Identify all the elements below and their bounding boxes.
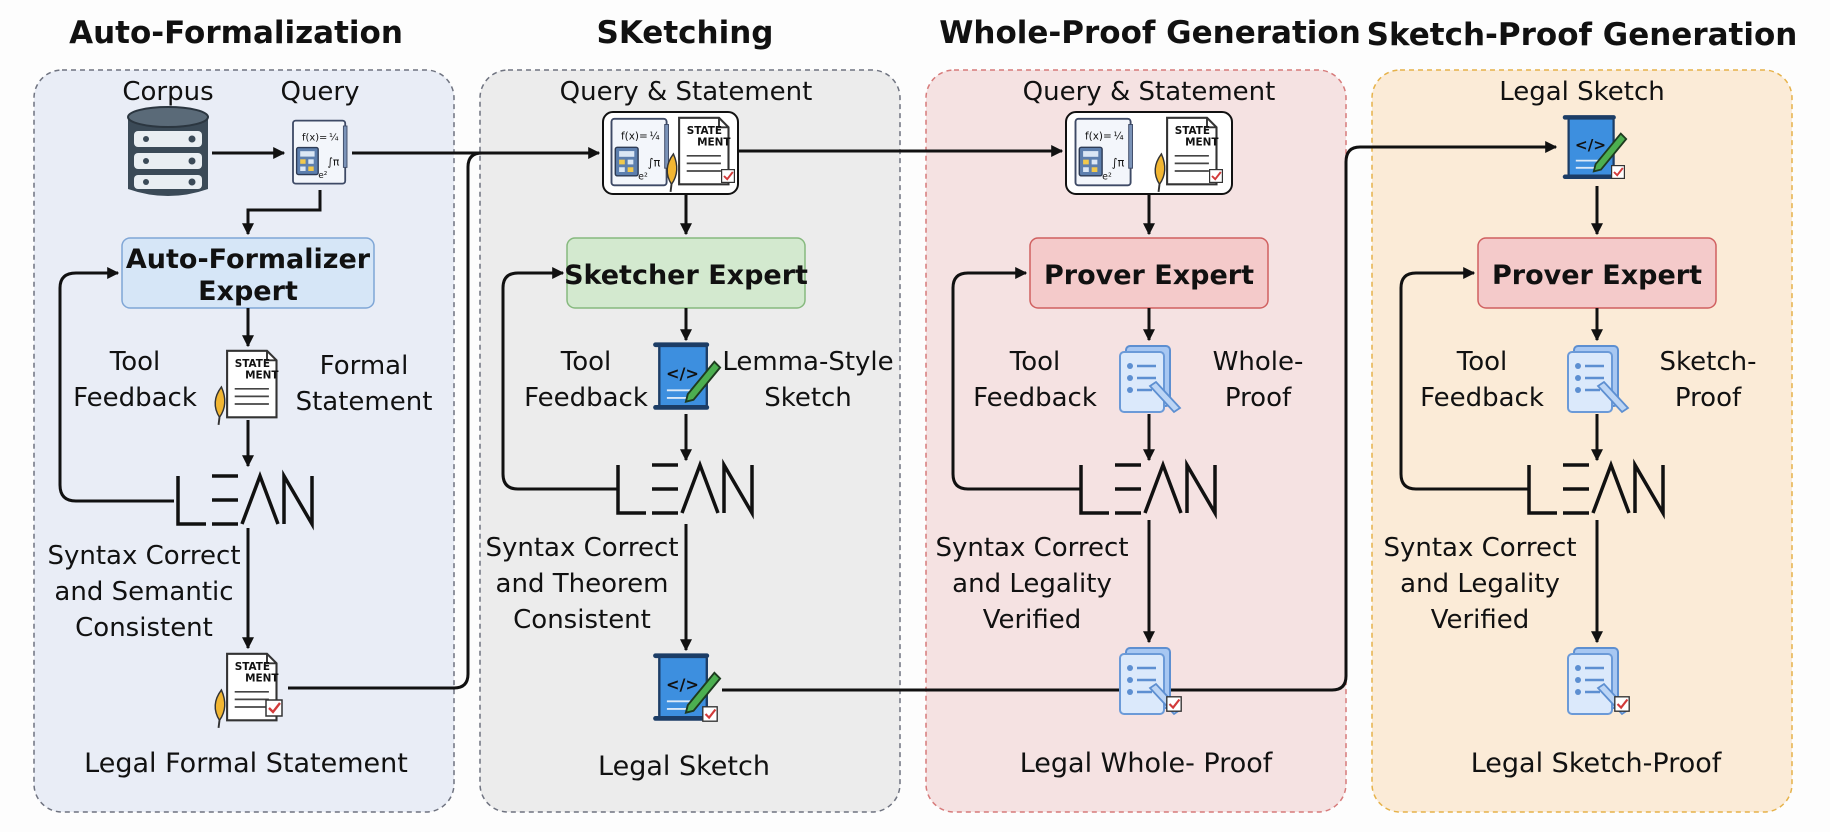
check-badge-icon [264,698,284,718]
expert-label-line2: Expert [198,276,298,307]
condition-label-line3: Consistent [513,605,651,635]
condition-label-line3: Verified [1431,605,1530,635]
check-badge-icon [1613,695,1631,713]
tool-feedback-label-line1: Tool [1456,347,1508,377]
condition-label-line2: and Legality [1400,569,1560,599]
final-output-label: Legal Sketch-Proof [1471,748,1723,779]
tool-feedback-label-line1: Tool [109,347,161,377]
check-badge-icon [1208,168,1224,184]
panel-title-whole-proof: Whole-Proof Generation [939,15,1361,51]
proof-checklist-icon [1566,344,1630,414]
tool-feedback-label-line2: Feedback [73,383,197,413]
tool-feedback-label-line2: Feedback [1420,383,1544,413]
input-label: Query & Statement [560,77,813,107]
final-output-label: Legal Whole- Proof [1020,748,1274,779]
check-badge-icon [720,168,736,184]
panel-title-auto-formalization: Auto-Formalization [69,15,403,51]
condition-label-line2: and Semantic [54,577,233,607]
condition-label-line3: Verified [983,605,1082,635]
expert-label-line1: Auto-Formalizer [126,244,371,275]
tool-feedback-label-line2: Feedback [973,383,1097,413]
panel-title-sketching: SKetching [597,15,774,51]
check-badge-icon [1165,695,1183,713]
condition-label-line1: Syntax Correct [47,541,240,571]
condition-label-line1: Syntax Correct [485,533,678,563]
output-label-line2: Statement [296,387,433,417]
condition-label-line1: Syntax Correct [935,533,1128,563]
final-output-label: Legal Formal Statement [84,748,408,779]
condition-label-line1: Syntax Correct [1383,533,1576,563]
check-badge-icon [701,705,719,723]
math-formula-icon [292,119,348,185]
proof-checklist-icon [1118,344,1182,414]
expert-label: Sketcher Expert [564,260,808,291]
input-label: Query & Statement [1023,77,1276,107]
database-icon [127,106,209,197]
output-label-line2: Proof [1225,383,1292,413]
output-label-line2: Sketch [764,383,852,413]
panel-title-sketch-proof: Sketch-Proof Generation [1367,17,1798,53]
math-formula-icon [610,117,670,187]
math-formula-icon [1074,117,1134,187]
corpus-label: Corpus [122,77,213,107]
output-label-line2: Proof [1675,383,1742,413]
tool-feedback-label-line1: Tool [1009,347,1061,377]
output-label-line1: Whole- [1213,347,1304,377]
expert-label: Prover Expert [1492,260,1702,291]
output-label-line1: Lemma-Style [722,347,893,377]
final-output-label: Legal Sketch [598,751,770,782]
output-label-line1: Sketch- [1660,347,1757,377]
query-label: Query [280,77,359,107]
condition-label-line2: and Theorem [496,569,669,599]
tool-feedback-label-line2: Feedback [524,383,648,413]
tool-feedback-label-line1: Tool [560,347,612,377]
expert-label: Prover Expert [1044,260,1254,291]
input-label: Legal Sketch [1499,77,1665,107]
condition-label-line3: Consistent [75,613,213,643]
flow-arrows [58,141,1603,692]
condition-label-line2: and Legality [952,569,1112,599]
output-label-line1: Formal [320,351,409,381]
check-badge-icon [1610,164,1626,180]
